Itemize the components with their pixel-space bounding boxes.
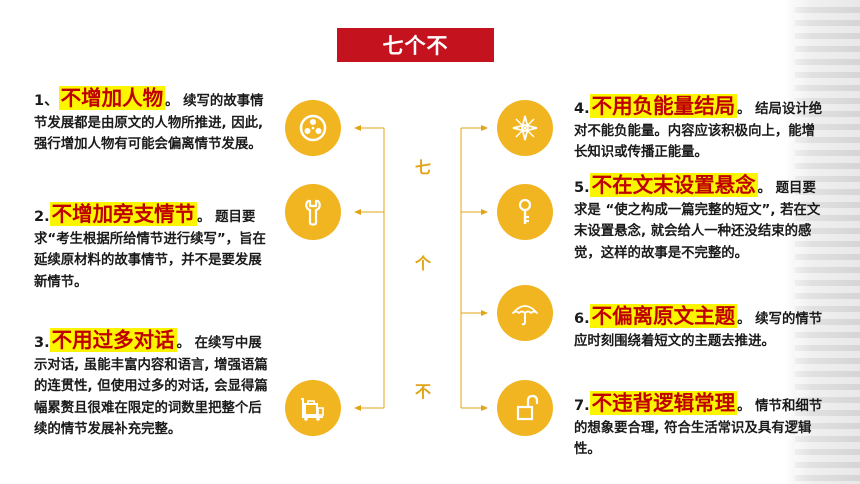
item-1-heading-period: 。 [165,94,179,109]
film-reel-icon [285,100,341,156]
item-7-body: 情节和细节的想象要合理, 符合生活常识及具有逻辑性。 [574,399,823,457]
umbrella-icon [497,285,553,341]
item-1-body: 续写的故事情节发展都是由原文的人物所推进, 因此, 强行增加人物有可能会偏离情节… [34,94,264,152]
item-2-body: 题目要求“考生根据所给情节进行续写”，旨在延续原材料的故事情节，并不是要发展新情… [34,210,266,290]
item-6-heading-period: 。 [737,312,751,327]
item-7: 7.不违背逻辑常理。 情节和细节的想象要合理, 符合生活常识及具有逻辑性。 [574,391,826,461]
item-5-heading-period: 。 [757,181,771,196]
key-icon [497,184,553,240]
item-4: 4.不用负能量结局。 结局设计绝对不能负能量。内容应该积极向上，能增长知识或传播… [574,94,826,164]
item-2-number: 2. [34,209,50,225]
compass-icon [497,100,553,156]
item-3-heading: 不用过多对话 [49,328,177,352]
item-4-number: 4. [574,101,590,117]
item-3-body: 在续写中展示对话, 虽能丰富内容和语言, 增强语篇的连贯性, 但使用过多的对话,… [34,336,268,437]
item-5-number: 5. [574,180,590,196]
item-1-heading: 不增加人物 [58,86,166,110]
item-6-heading: 不偏离原文主题 [589,304,738,328]
item-7-heading-period: 。 [737,399,751,414]
item-3: 3.不用过多对话。 在续写中展示对话, 虽能丰富内容和语言, 增强语篇的连贯性,… [34,328,274,441]
item-6: 6.不偏离原文主题。 续写的情节应时刻围绕着短文的主题去推进。 [574,304,826,352]
item-6-body: 续写的情节应时刻围绕着短文的主题去推进。 [574,312,823,349]
item-7-number: 7. [574,398,590,414]
luggage-cart-icon [285,380,341,436]
grunge-texture-decoration [785,0,860,484]
item-5-heading: 不在文末设置悬念 [589,173,758,197]
item-6-number: 6. [574,311,590,327]
item-2: 2.不增加旁支情节。 题目要求“考生根据所给情节进行续写”，旨在延续原材料的故事… [34,202,274,293]
item-4-body: 结局设计绝对不能负能量。内容应该积极向上，能增长知识或传播正能量。 [574,102,823,160]
item-5: 5.不在文末设置悬念。 题目要求是 “使之构成一篇完整的短文”, 若在文末设置悬… [574,173,826,264]
item-3-heading-period: 。 [176,336,190,351]
item-3-number: 3. [34,335,50,351]
item-4-heading-period: 。 [737,102,751,117]
item-2-heading: 不增加旁支情节 [49,202,198,226]
item-1: 1、不增加人物。 续写的故事情节发展都是由原文的人物所推进, 因此, 强行增加人… [34,86,274,156]
center-char-3: 不 [414,382,431,401]
page-title: 七个不 [382,34,449,58]
title-banner: 七个不 [337,28,494,62]
center-char-1: 七 [414,158,431,177]
item-2-heading-period: 。 [197,210,211,225]
item-1-number: 1、 [34,93,59,109]
item-4-heading: 不用负能量结局 [589,94,738,118]
center-char-2: 个 [414,254,431,273]
item-5-body: 题目要求是 “使之构成一篇完整的短文”, 若在文末设置悬念, 就会给人一种还没结… [574,181,821,261]
wrench-icon [285,184,341,240]
item-7-heading: 不违背逻辑常理 [589,391,738,415]
unlock-icon [497,380,553,436]
